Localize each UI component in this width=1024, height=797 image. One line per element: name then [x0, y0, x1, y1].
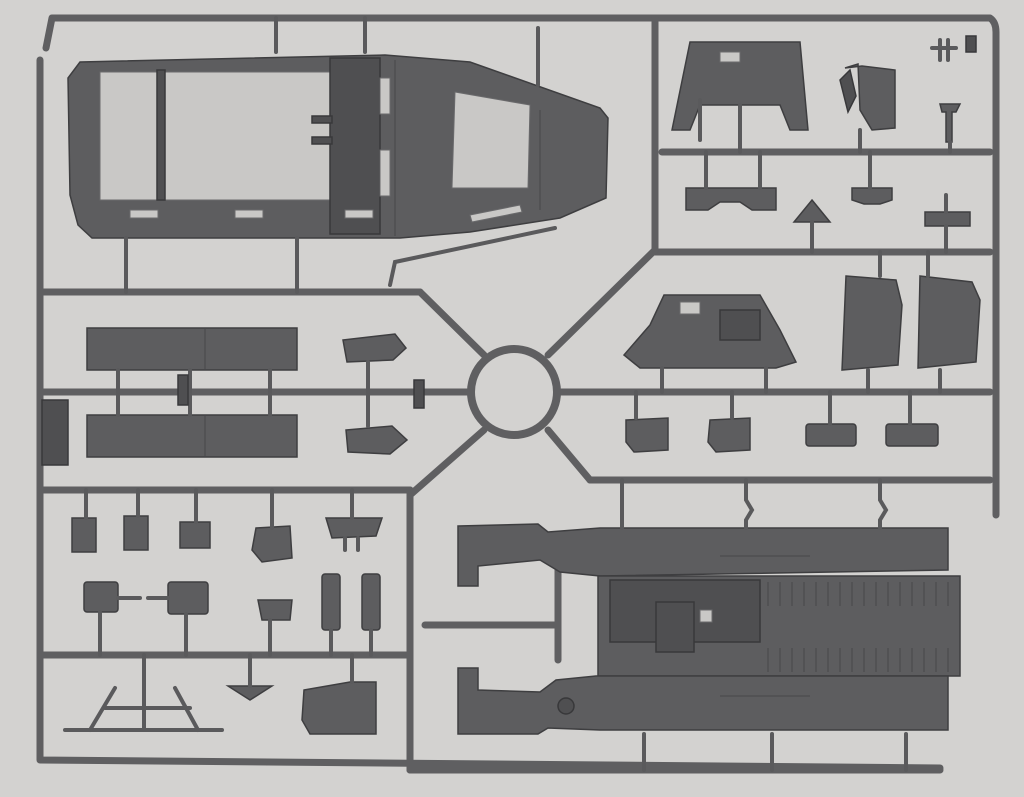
bracket-frame: [63, 653, 224, 732]
central-hub: [406, 246, 659, 499]
lower-left-parts: [63, 488, 384, 735]
jerry-can-1: [625, 417, 669, 453]
sprue-frame: [36, 14, 1000, 774]
chassis-floor-part: [457, 478, 961, 772]
floor-ribbing: [767, 582, 949, 672]
hull-opening-left: [99, 71, 331, 201]
small-rod-part: [930, 35, 977, 62]
upper-right-parts: [671, 35, 977, 254]
hull-top-part: [67, 54, 609, 239]
left-middle-parts: [41, 327, 425, 466]
jerry-can-2: [707, 417, 751, 453]
hull-gates: [124, 16, 557, 294]
right-middle-parts: [622, 250, 981, 453]
hull-opening-right: [451, 91, 531, 189]
